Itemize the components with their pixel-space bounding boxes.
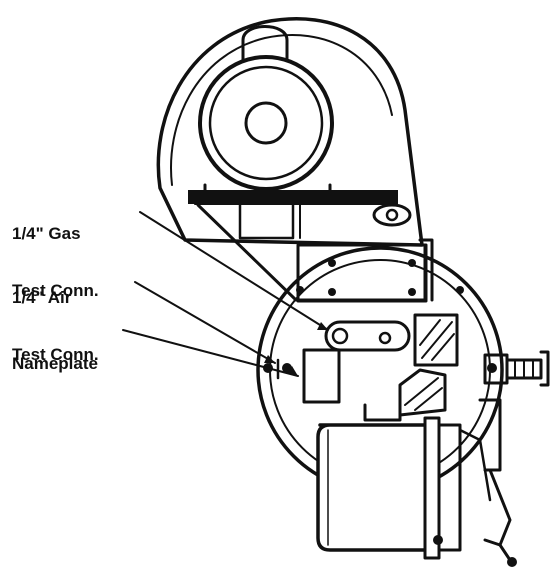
air-test-label: 1/4" Air Test Conn. — [12, 250, 99, 383]
gas-valve — [316, 416, 462, 560]
gas-test-connection — [324, 320, 411, 352]
air-test-label-line1: 1/4" Air — [12, 288, 72, 307]
transformer-block — [398, 368, 447, 417]
motor — [198, 25, 334, 197]
mounting-flange — [188, 190, 398, 205]
nameplate-label-text: Nameplate — [12, 354, 98, 373]
gas-inlet-fitting — [483, 350, 550, 387]
nameplate — [302, 348, 341, 404]
leader-lines — [122, 211, 329, 377]
side-bracket — [418, 238, 434, 302]
gas-test-label-line2: Test Conn. — [12, 281, 99, 300]
gas-test-label-line1: 1/4" Gas — [12, 224, 81, 243]
air-test-label-line2: Test Conn. — [12, 345, 99, 364]
leader-arrowheads — [264, 322, 328, 376]
air-test-connection — [276, 358, 292, 380]
air-box — [196, 203, 428, 303]
valve-linkage — [363, 398, 517, 567]
housing-fitting — [372, 203, 412, 227]
sight-glass — [413, 313, 459, 367]
nameplate-label: Nameplate — [12, 316, 98, 392]
blower-housing — [156, 17, 424, 247]
gas-test-label: 1/4" Gas Test Conn. — [12, 186, 99, 319]
